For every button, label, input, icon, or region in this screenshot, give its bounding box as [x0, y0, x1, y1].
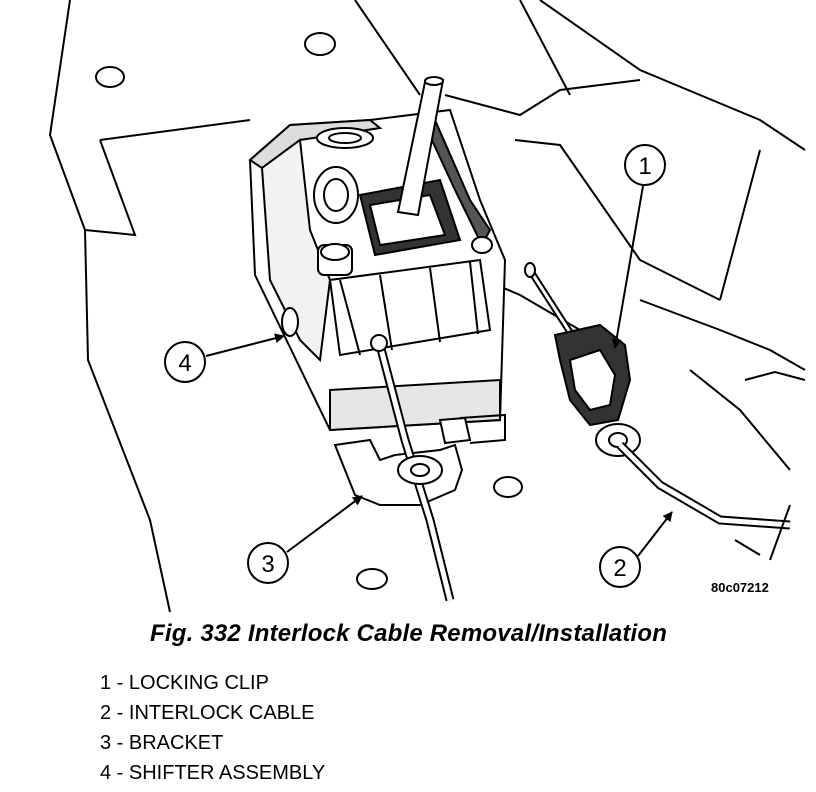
callout-1-number: 1: [638, 153, 651, 180]
legend-list: 1 - LOCKING CLIP 2 - INTERLOCK CABLE 3 -…: [100, 668, 325, 788]
shifter-assembly: [248, 108, 507, 432]
callout-4: 4: [164, 333, 285, 383]
cable-right: [524, 262, 791, 561]
cable-left: [370, 334, 455, 602]
figure-code: 80c07212: [711, 580, 769, 595]
legend-item-shifter-assembly: 4 - SHIFTER ASSEMBLY: [100, 762, 326, 784]
legend-item-bracket: 3 - BRACKET: [100, 732, 224, 754]
legend-item-interlock-cable: 2 - INTERLOCK CABLE: [100, 702, 315, 724]
callout-2: 2: [599, 511, 673, 588]
callout-1: 1: [611, 144, 666, 349]
callout-4-number: 4: [178, 350, 191, 377]
callout-3: 3: [247, 495, 363, 584]
callout-3-number: 3: [261, 551, 274, 578]
callout-2-number: 2: [613, 555, 626, 582]
interlock-cable-illustration: 1 2 3 4 80c07212: [48, 0, 806, 613]
floor-holes: [95, 32, 523, 590]
figure-caption: Fig. 332 Interlock Cable Removal/Install…: [150, 620, 668, 647]
shift-lever: [396, 76, 445, 217]
legend-item-locking-clip: 1 - LOCKING CLIP: [100, 672, 269, 694]
